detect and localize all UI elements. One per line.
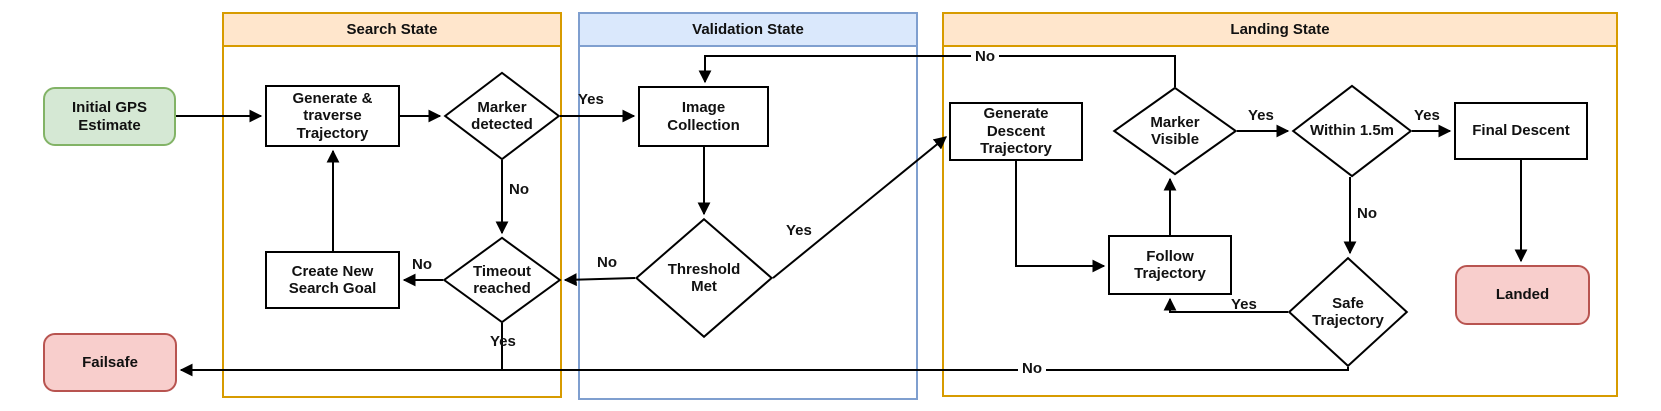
edge-label-no: No: [1018, 361, 1046, 376]
diamond-shape: [444, 72, 560, 160]
node-within-1-5m: Within 1.5m: [1292, 85, 1412, 177]
node-image-collection: Image Collection: [638, 86, 769, 147]
node-label: Generate Descent Trajectory: [980, 105, 1052, 158]
edge-label-no: No: [509, 181, 529, 198]
diamond-shape: [443, 237, 561, 323]
node-label: Timeout reached: [472, 262, 532, 297]
node-label: Failsafe: [82, 353, 138, 371]
node-generate-descent-trajectory: Generate Descent Trajectory: [949, 102, 1083, 161]
node-label: Marker detected: [471, 98, 533, 133]
container-title-landing: Landing State: [944, 14, 1616, 47]
node-label: Safe Trajectory: [1312, 294, 1384, 329]
node-label: Create New Search Goal: [288, 262, 377, 297]
node-follow-trajectory: Follow Trajectory: [1108, 235, 1232, 295]
node-label: Initial GPS Estimate: [71, 99, 147, 134]
node-final-descent: Final Descent: [1454, 102, 1588, 160]
edge-label-yes: Yes: [786, 222, 812, 239]
edge-label-yes: Yes: [1414, 107, 1440, 124]
node-marker-visible: Marker Visible: [1113, 87, 1237, 175]
diamond-shape: [1292, 85, 1412, 177]
node-label: Marker Visible: [1150, 113, 1200, 148]
node-safe-trajectory: Safe Trajectory: [1288, 257, 1408, 367]
diamond-shape: [635, 218, 773, 338]
node-label: Threshold Met: [667, 260, 741, 295]
node-timeout-reached: Timeout reached: [443, 237, 561, 323]
edge-label-no: No: [971, 49, 999, 64]
node-create-new-search-goal: Create New Search Goal: [265, 251, 400, 309]
diamond-shape: [1113, 87, 1237, 175]
node-landed: Landed: [1455, 265, 1590, 325]
state-container-landing: Landing State: [942, 12, 1618, 397]
node-label: Within 1.5m: [1309, 122, 1395, 140]
edge-label-yes: Yes: [490, 333, 516, 350]
node-label: Follow Trajectory: [1134, 247, 1206, 282]
container-title-search: Search State: [224, 14, 560, 47]
node-label: Landed: [1495, 286, 1550, 304]
edge-label-no: No: [412, 256, 432, 273]
node-initial-gps-estimate: Initial GPS Estimate: [43, 87, 176, 146]
node-label: Generate & traverse Trajectory: [292, 89, 373, 142]
node-failsafe: Failsafe: [43, 333, 177, 392]
node-generate-traverse-trajectory: Generate & traverse Trajectory: [265, 85, 400, 147]
node-threshold-met: Threshold Met: [635, 218, 773, 338]
node-marker-detected: Marker detected: [444, 72, 560, 160]
edge-label-no: No: [1357, 205, 1377, 222]
diamond-shape: [1288, 257, 1408, 367]
node-label: Image Collection: [667, 99, 740, 134]
edge-label-yes: Yes: [1248, 107, 1274, 124]
node-label: Final Descent: [1472, 122, 1570, 140]
edge-label-no: No: [597, 254, 617, 271]
container-title-validation: Validation State: [580, 14, 916, 47]
edge-label-yes: Yes: [1231, 296, 1257, 313]
edge-label-yes: Yes: [578, 91, 604, 108]
